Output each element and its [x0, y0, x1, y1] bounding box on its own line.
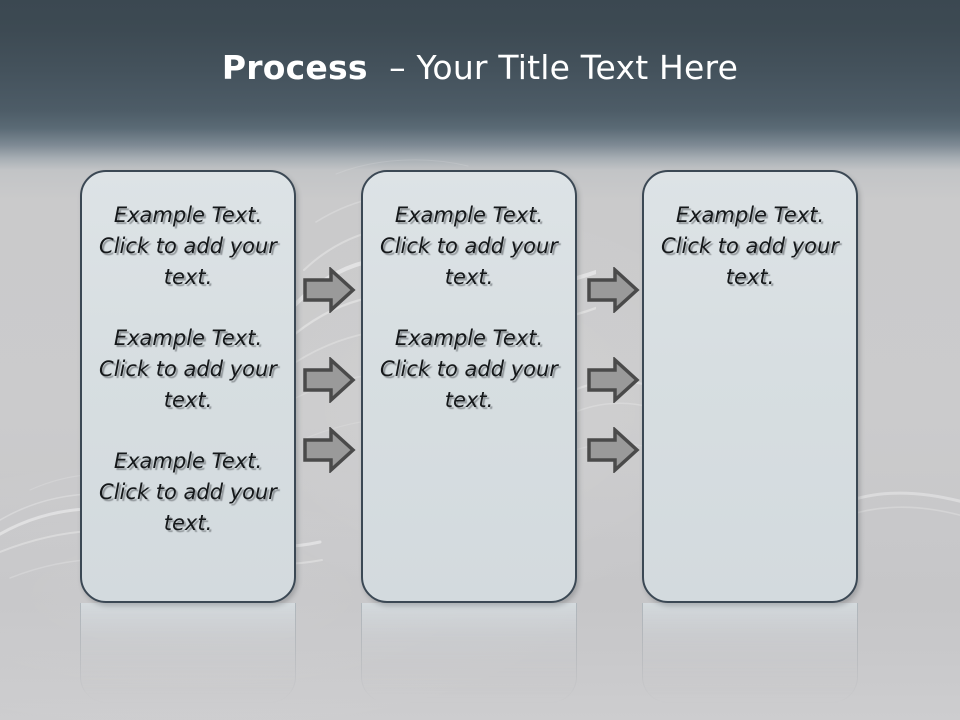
process-box-2-paragraph-2[interactable]: Example Text. Click to add your text.: [380, 326, 558, 412]
process-box-1-content: Example Text. Click to add your text. Ex…: [92, 200, 284, 539]
process-box-3-paragraph-1[interactable]: Example Text. Click to add your text.: [661, 203, 839, 289]
process-box-1[interactable]: Example Text. Click to add your text. Ex…: [80, 170, 296, 603]
title-strong: Process: [221, 48, 368, 87]
process-box-1-paragraph-3[interactable]: Example Text. Click to add your text.: [99, 449, 277, 535]
process-box-1-paragraph-1[interactable]: Example Text. Click to add your text.: [99, 203, 277, 289]
process-box-3-content: Example Text. Click to add your text.: [654, 200, 846, 293]
right-arrow-icon-2-1[interactable]: [586, 267, 640, 313]
title-rest: – Your Title Text Here: [389, 48, 739, 87]
slide-title: Process – Your Title Text Here: [0, 48, 960, 88]
box-1-reflection: [80, 603, 296, 703]
right-arrow-icon-2-3[interactable]: [586, 427, 640, 473]
process-box-3[interactable]: Example Text. Click to add your text.: [642, 170, 858, 603]
box-2-reflection: [361, 603, 577, 703]
right-arrow-icon-2-2[interactable]: [586, 357, 640, 403]
right-arrow-icon-1-3[interactable]: [302, 427, 356, 473]
process-box-2-content: Example Text. Click to add your text. Ex…: [373, 200, 565, 416]
right-arrow-icon-1-1[interactable]: [302, 267, 356, 313]
process-box-2-paragraph-1[interactable]: Example Text. Click to add your text.: [380, 203, 558, 289]
right-arrow-icon-1-2[interactable]: [302, 357, 356, 403]
box-3-reflection: [642, 603, 858, 703]
process-box-1-paragraph-2[interactable]: Example Text. Click to add your text.: [99, 326, 277, 412]
process-box-2[interactable]: Example Text. Click to add your text. Ex…: [361, 170, 577, 603]
